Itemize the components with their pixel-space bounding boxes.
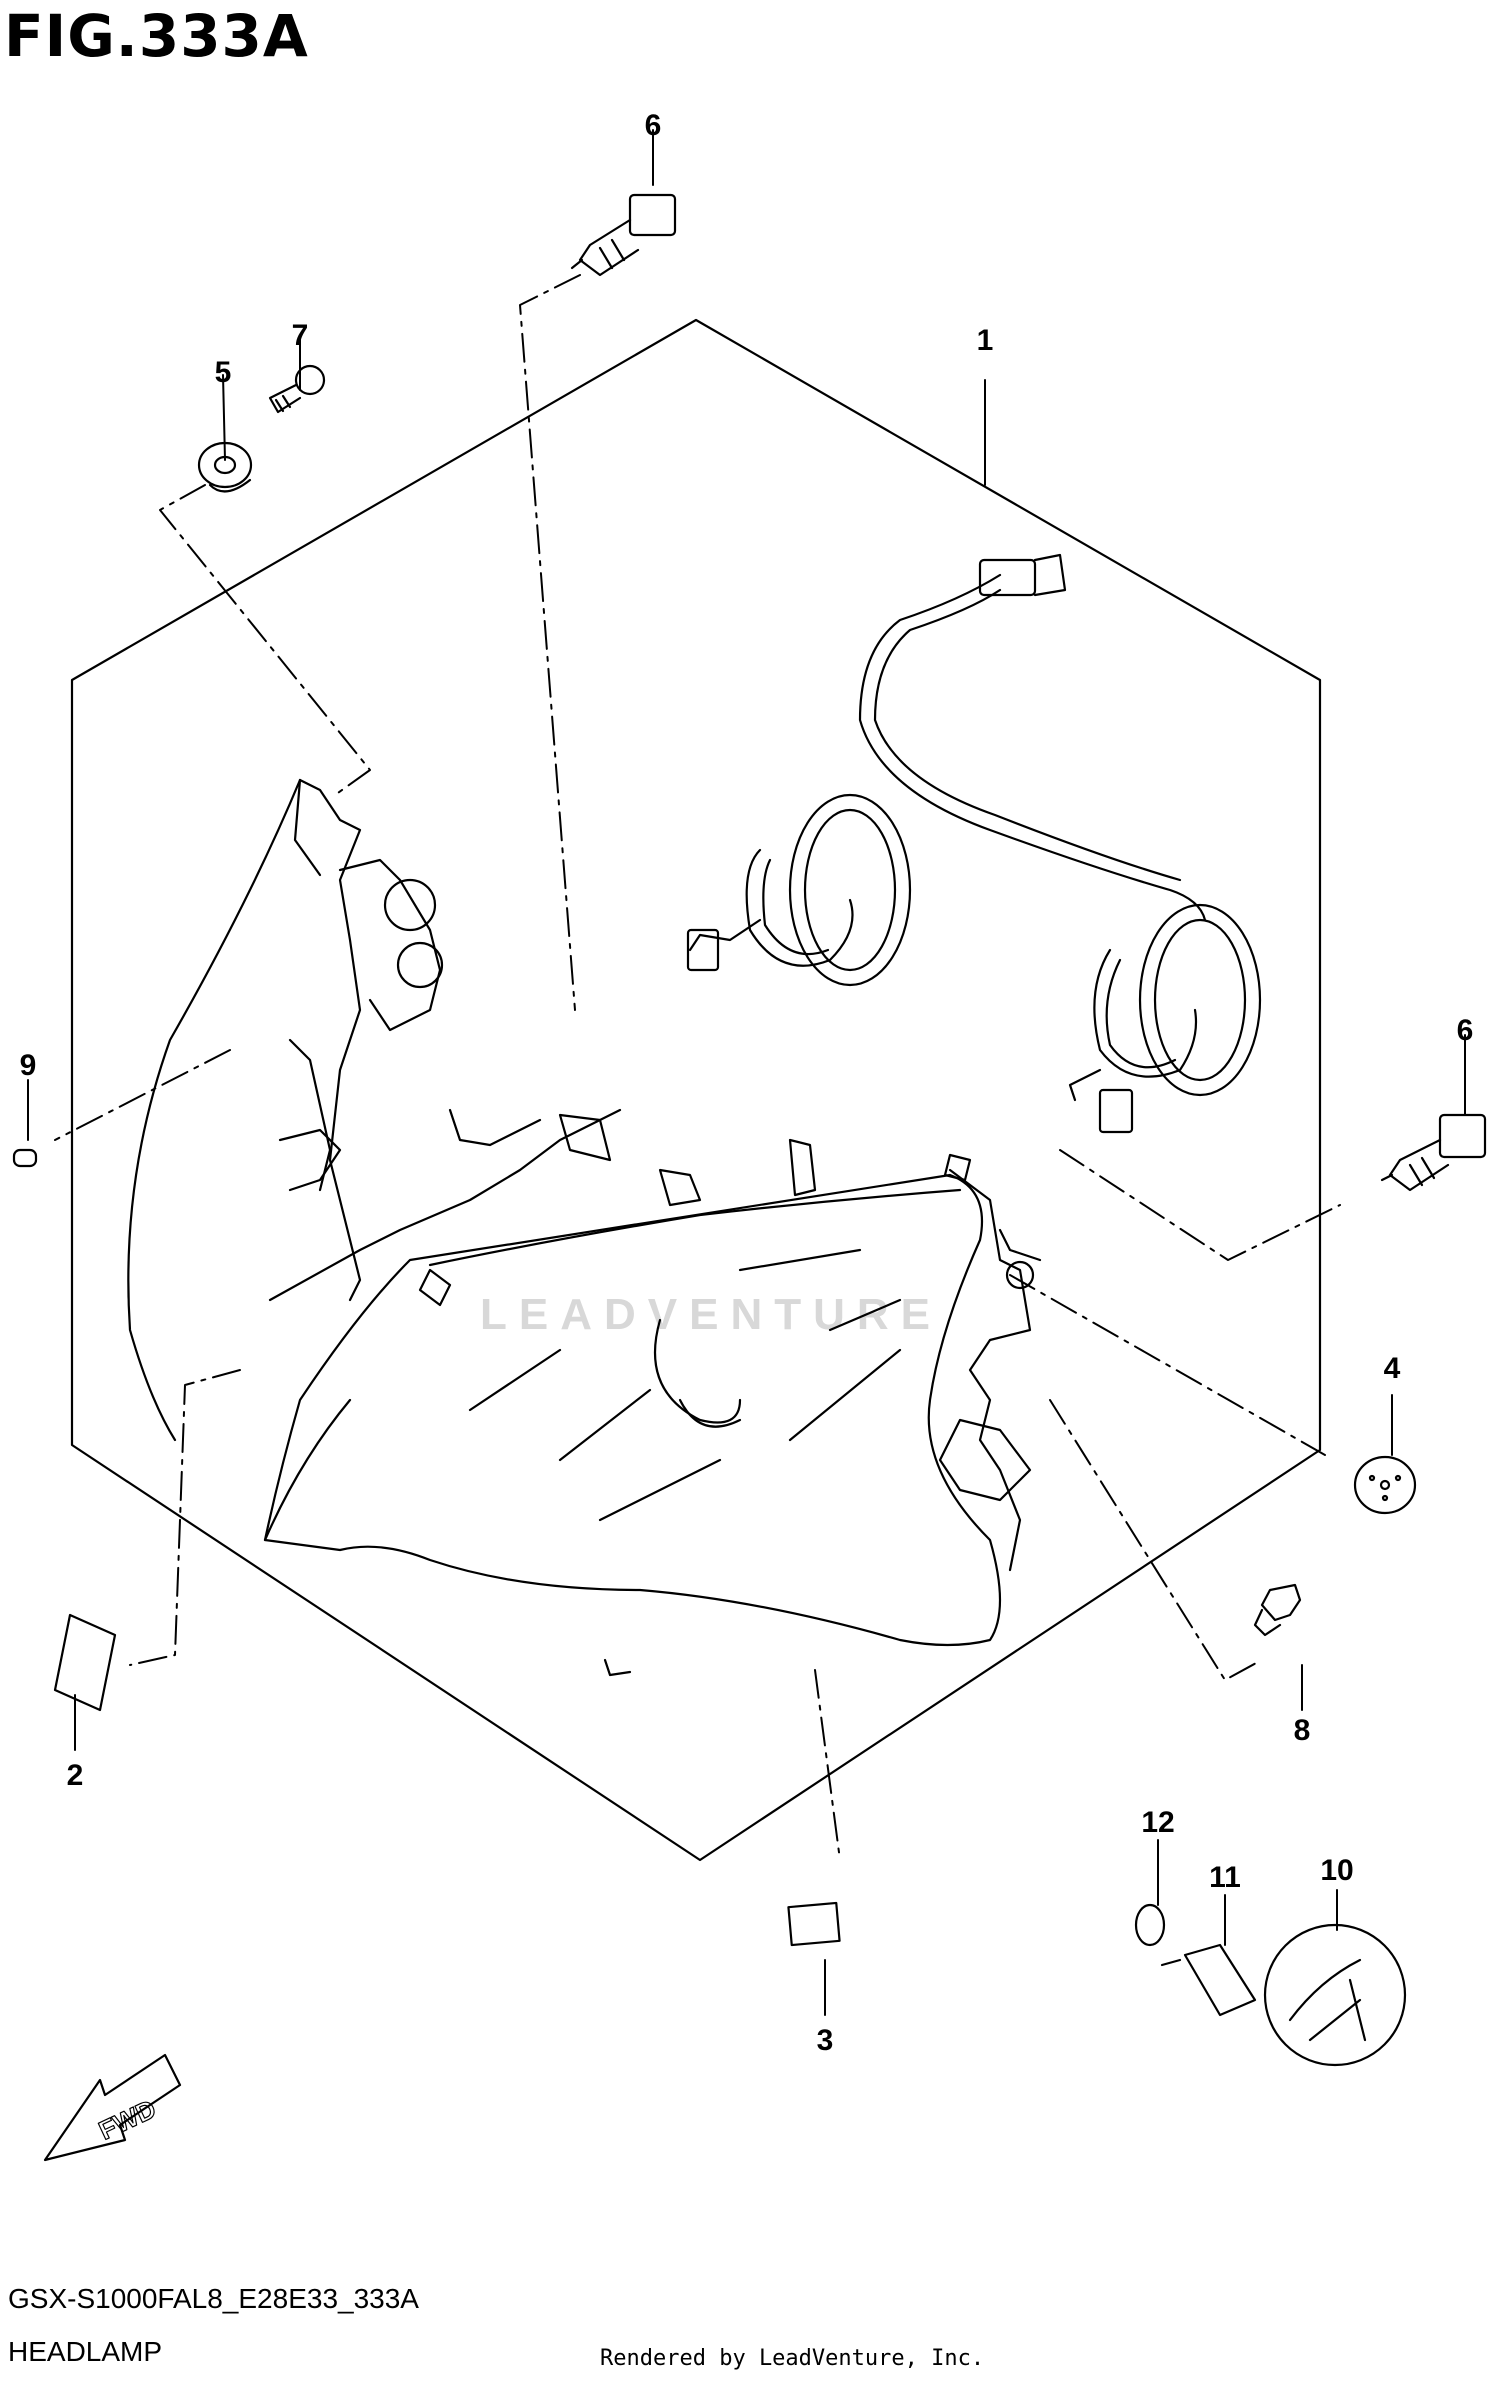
callout-11: 11 bbox=[1209, 1861, 1241, 1894]
grommet-4 bbox=[1353, 1455, 1417, 1515]
label-3 bbox=[787, 1901, 841, 1947]
figure-title: FIG.333A bbox=[4, 2, 309, 70]
spacer-11 bbox=[1160, 1943, 1257, 2017]
callout-6-top: 6 bbox=[645, 109, 662, 142]
leader-lines bbox=[54, 274, 1341, 1861]
headlamp-housing bbox=[127, 778, 1042, 1677]
clip-8 bbox=[1253, 1583, 1302, 1637]
solid-leaders bbox=[27, 129, 1466, 2016]
watermark-text: LEADVENTURE bbox=[480, 1290, 943, 1339]
wiring-harness bbox=[686, 553, 1262, 1134]
cover-10 bbox=[1263, 1923, 1407, 2067]
section-name: HEADLAMP bbox=[8, 2336, 163, 2367]
grommet-5 bbox=[197, 441, 253, 493]
screw-7 bbox=[268, 364, 326, 414]
callout-6-right: 6 bbox=[1457, 1014, 1474, 1047]
assembly-outline bbox=[70, 318, 1322, 1862]
bulb-6-right bbox=[1380, 1113, 1487, 1192]
callout-1: 1 bbox=[977, 324, 994, 357]
callout-7: 7 bbox=[292, 319, 309, 352]
fwd-label: FWD bbox=[94, 2093, 160, 2145]
callout-5: 5 bbox=[215, 356, 232, 389]
callout-4: 4 bbox=[1384, 1352, 1401, 1385]
callout-9: 9 bbox=[20, 1049, 37, 1082]
rendered-by-credit: Rendered by LeadVenture, Inc. bbox=[600, 2346, 985, 2371]
fwd-arrow-icon bbox=[43, 2053, 182, 2162]
washer-12 bbox=[1134, 1903, 1166, 1947]
bulb-6-top bbox=[570, 193, 677, 277]
callout-3: 3 bbox=[817, 2024, 834, 2057]
label-2 bbox=[53, 1613, 117, 1712]
callout-10: 10 bbox=[1320, 1854, 1353, 1887]
model-code: GSX-S1000FAL8_E28E33_333A bbox=[8, 2283, 419, 2314]
callout-12: 12 bbox=[1141, 1806, 1174, 1839]
callout-2: 2 bbox=[67, 1759, 84, 1792]
rivet-9 bbox=[12, 1148, 38, 1168]
callout-8: 8 bbox=[1294, 1714, 1311, 1747]
